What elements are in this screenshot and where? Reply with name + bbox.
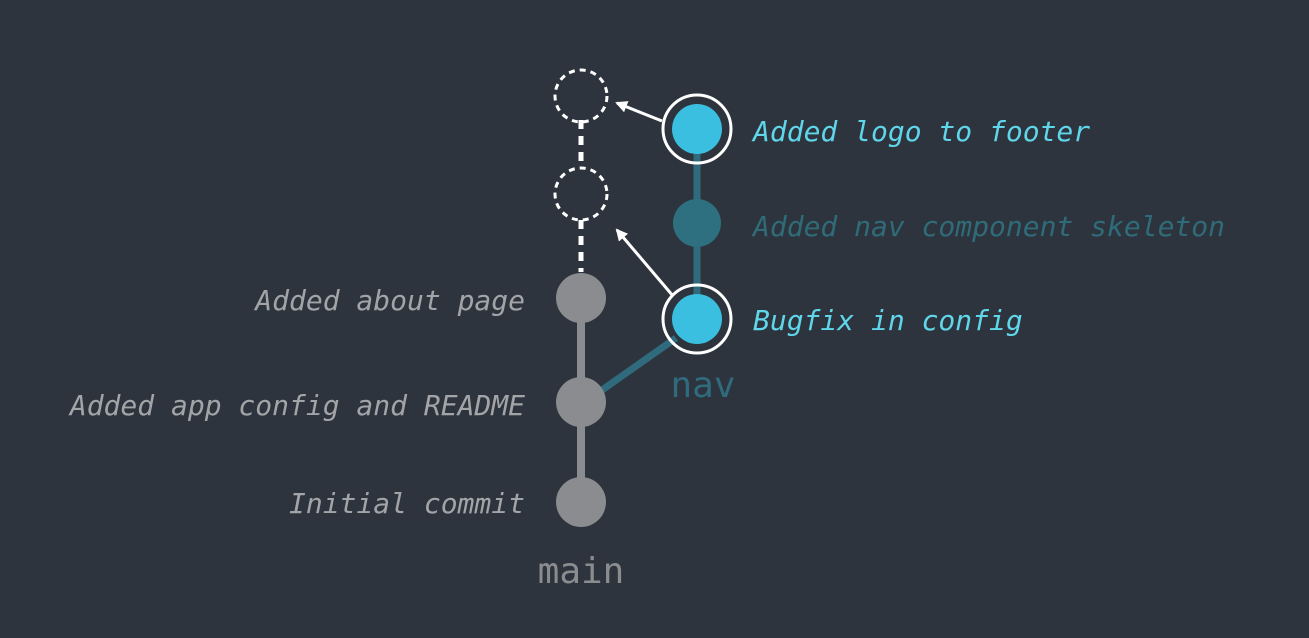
commit-message-app-config: Added app config and README bbox=[68, 389, 525, 422]
commit-bugfix-ring bbox=[661, 283, 733, 355]
ghost-commit-2 bbox=[553, 68, 609, 124]
ghost-commit-1 bbox=[553, 166, 609, 222]
rebase-arrow-logo bbox=[615, 101, 663, 123]
commit-app-config[interactable] bbox=[556, 377, 606, 427]
commit-logo[interactable] bbox=[672, 104, 722, 154]
commit-message-about-page: Added about page bbox=[253, 284, 525, 317]
commit-nav-skeleton[interactable] bbox=[673, 199, 721, 247]
commit-about-page[interactable] bbox=[556, 273, 606, 323]
commit-initial[interactable] bbox=[556, 477, 606, 527]
commit-message-bugfix: Bugfix in config bbox=[753, 304, 1023, 337]
commit-message-logo: Added logo to footer bbox=[751, 115, 1090, 148]
commit-logo-ring bbox=[661, 93, 733, 165]
commit-message-nav-skeleton: Added nav component skeleton bbox=[751, 210, 1225, 243]
rebase-arrow-bugfix bbox=[615, 228, 675, 297]
commit-message-initial: Initial commit bbox=[289, 487, 525, 520]
commit-bugfix[interactable] bbox=[672, 294, 722, 344]
branch-label-main: main bbox=[538, 551, 625, 592]
branch-label-nav: nav bbox=[670, 365, 735, 406]
